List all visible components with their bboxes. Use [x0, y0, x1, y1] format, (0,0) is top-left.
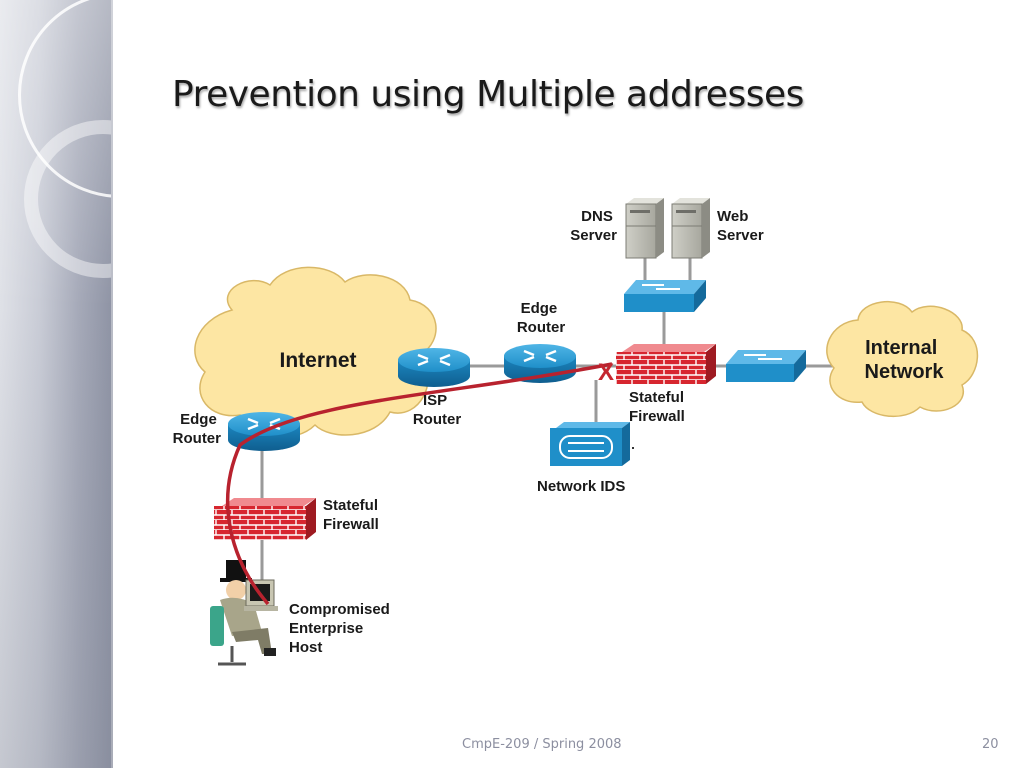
isp-router-label: Router	[413, 411, 461, 428]
web-server-label: Web	[717, 208, 748, 225]
edge-router-top-label: Router	[517, 319, 565, 336]
svg-text:DNS Server: DNS Server	[570, 208, 617, 244]
network-ids-label: Network IDS	[537, 478, 625, 495]
slide-title: Prevention using Multiple addresses	[172, 74, 804, 115]
compromised-host-icon	[210, 560, 278, 666]
dns-server-icon	[625, 198, 664, 259]
firewall-left-label: Firewall	[323, 516, 379, 533]
edge-router-top-label: Edge	[521, 300, 558, 317]
internet-cloud: Internet	[194, 266, 437, 438]
stateful-firewall-icon	[616, 344, 716, 384]
internal-network-label: Internal	[865, 337, 937, 359]
svg-text:Edge Router: Edge Router	[173, 411, 221, 447]
firewall-left-label: Stateful	[323, 497, 378, 514]
isp-router-label: ISP	[423, 392, 447, 409]
network-ids-icon	[550, 422, 634, 466]
svg-text:Stateful Firewall: Stateful Firewall	[629, 389, 688, 425]
blocked-marker: X	[598, 359, 614, 386]
edge-router-left-label: Edge	[180, 411, 217, 428]
isp-router-icon	[398, 348, 470, 387]
web-server-icon	[671, 198, 710, 259]
edge-router-icon	[504, 344, 576, 383]
page-number: 20	[982, 737, 999, 752]
sidebar-decoration	[0, 0, 113, 768]
host-label: Enterprise	[289, 620, 363, 637]
switch-icon	[624, 280, 706, 312]
internet-label: Internet	[279, 349, 356, 372]
footer-text: CmpE-209 / Spring 2008	[462, 737, 622, 752]
svg-text:Internal Network: Internal Network	[865, 337, 945, 383]
host-label: Compromised	[289, 601, 390, 618]
svg-text:Web Server: Web Server	[717, 208, 764, 244]
dns-server-label: Server	[570, 227, 617, 244]
firewall-right-label: Firewall	[629, 408, 685, 425]
svg-text:ISP Router: ISP Router	[413, 392, 461, 428]
svg-text:Edge Router: Edge Router	[517, 300, 565, 336]
attack-path	[225, 362, 613, 606]
edge-router-left-label: Router	[173, 430, 221, 447]
internal-network-label: Network	[865, 361, 945, 383]
firewall-right-label: Stateful	[629, 389, 684, 406]
edge-router-icon	[228, 412, 300, 451]
svg-text:Stateful Firewall: Stateful Firewall	[323, 497, 382, 533]
svg-text:Compromised Enterprise: Compromised Enterprise Host	[289, 601, 394, 656]
dns-server-label: DNS	[581, 208, 613, 225]
web-server-label: Server	[717, 227, 764, 244]
host-label: Host	[289, 639, 322, 656]
internal-network-cloud: Internal Network	[826, 300, 979, 418]
switch-icon	[726, 350, 806, 382]
